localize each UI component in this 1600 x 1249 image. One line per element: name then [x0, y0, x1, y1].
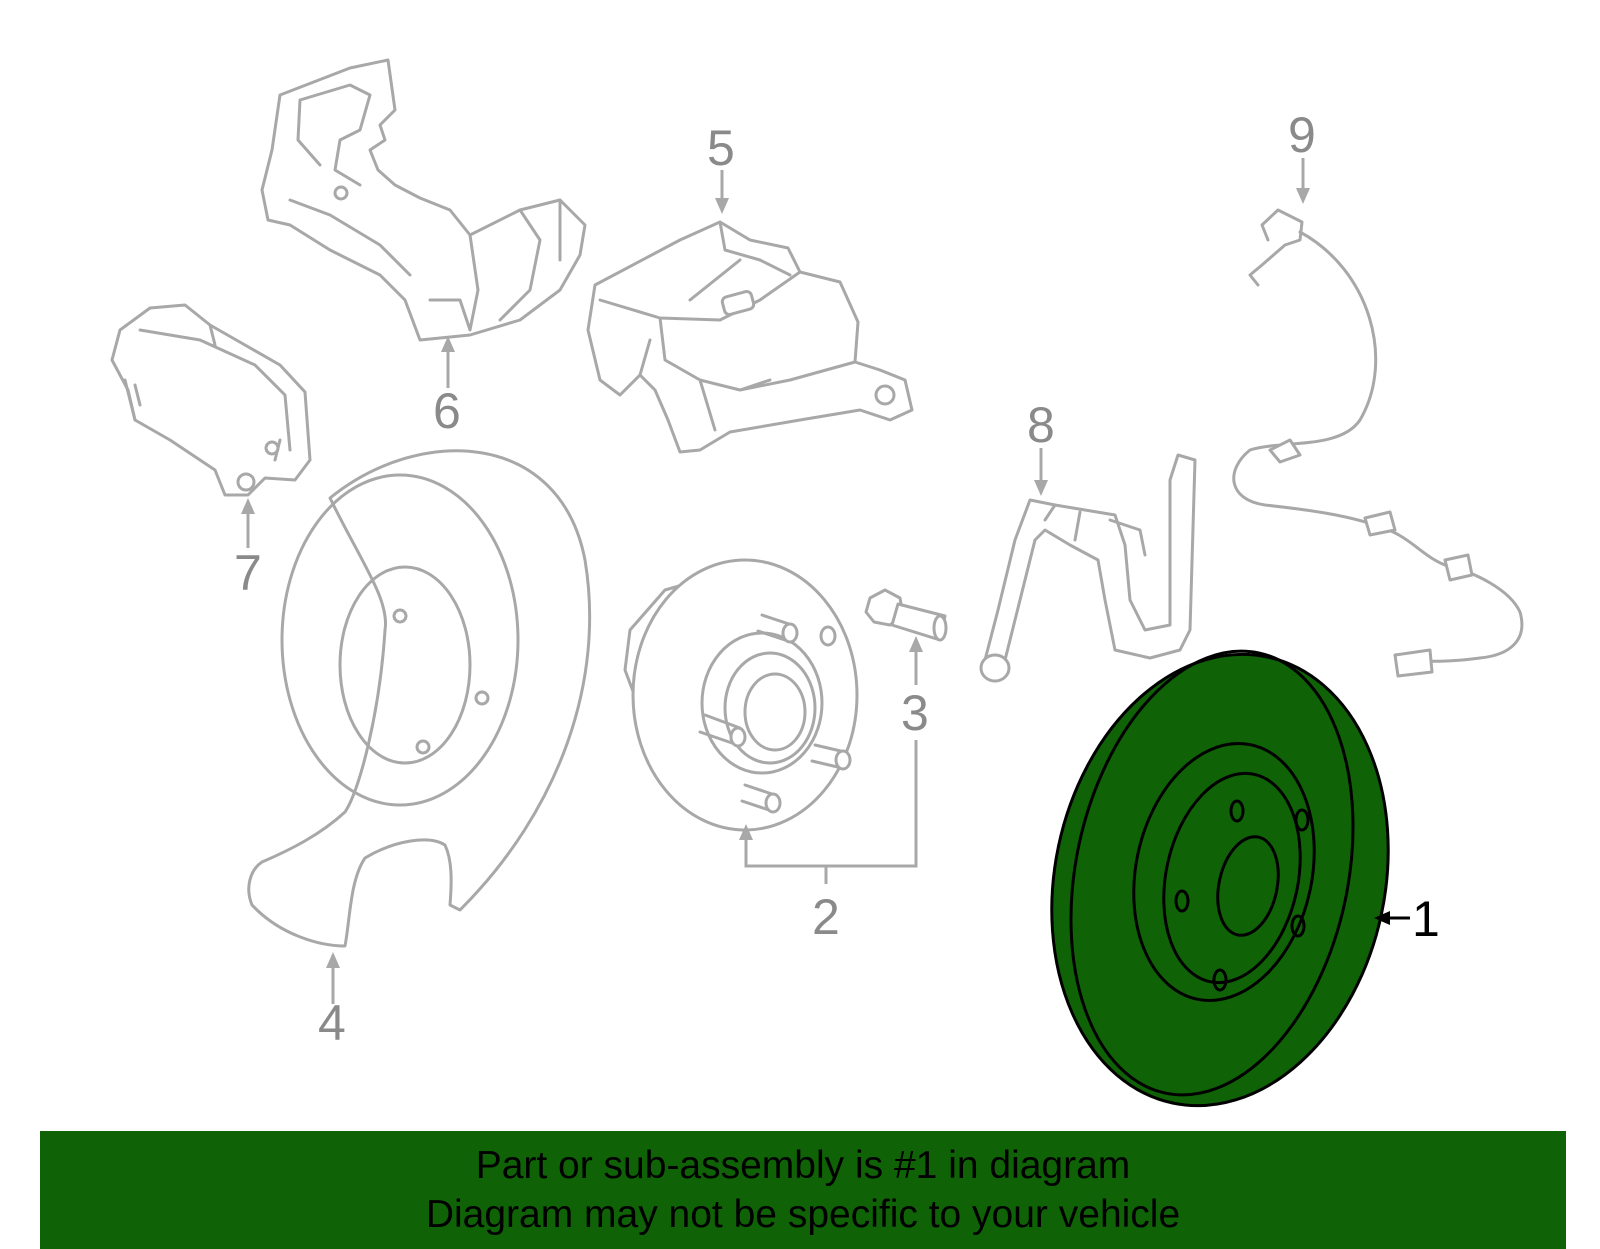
splash-shield-part — [247, 449, 592, 948]
leader-lines — [241, 158, 1410, 1004]
rotor-center-bore — [1216, 835, 1280, 937]
abs-sensor-part — [1232, 208, 1524, 678]
callout-2: 2 — [812, 889, 840, 945]
info-banner: Part or sub-assembly is #1 in diagram Di… — [40, 1131, 1566, 1249]
rotor-face — [1069, 649, 1355, 1097]
brake-pad-part — [110, 303, 312, 497]
callout-3: 3 — [901, 685, 929, 741]
banner-line-2: Diagram may not be specific to your vehi… — [425, 1193, 1181, 1236]
callout-4: 4 — [318, 995, 346, 1051]
callout-5: 5 — [707, 120, 735, 176]
callout-8: 8 — [1027, 397, 1055, 453]
brake-hose-part — [979, 453, 1197, 683]
callout-1: 1 — [1412, 891, 1440, 947]
callout-7: 7 — [234, 545, 262, 601]
banner-line-1: Part or sub-assembly is #1 in diagram — [475, 1144, 1131, 1187]
callout-6: 6 — [433, 383, 461, 439]
brake-rotor-part — [1050, 649, 1390, 1108]
callout-9: 9 — [1288, 107, 1316, 163]
hub-bolt-part — [864, 588, 948, 642]
caliper-bracket-part — [260, 58, 587, 342]
parts-diagram: 1 2 3 4 5 6 7 8 9 — [110, 58, 1524, 1108]
brake-caliper-part — [586, 220, 914, 454]
wheel-hub-part — [623, 558, 859, 832]
